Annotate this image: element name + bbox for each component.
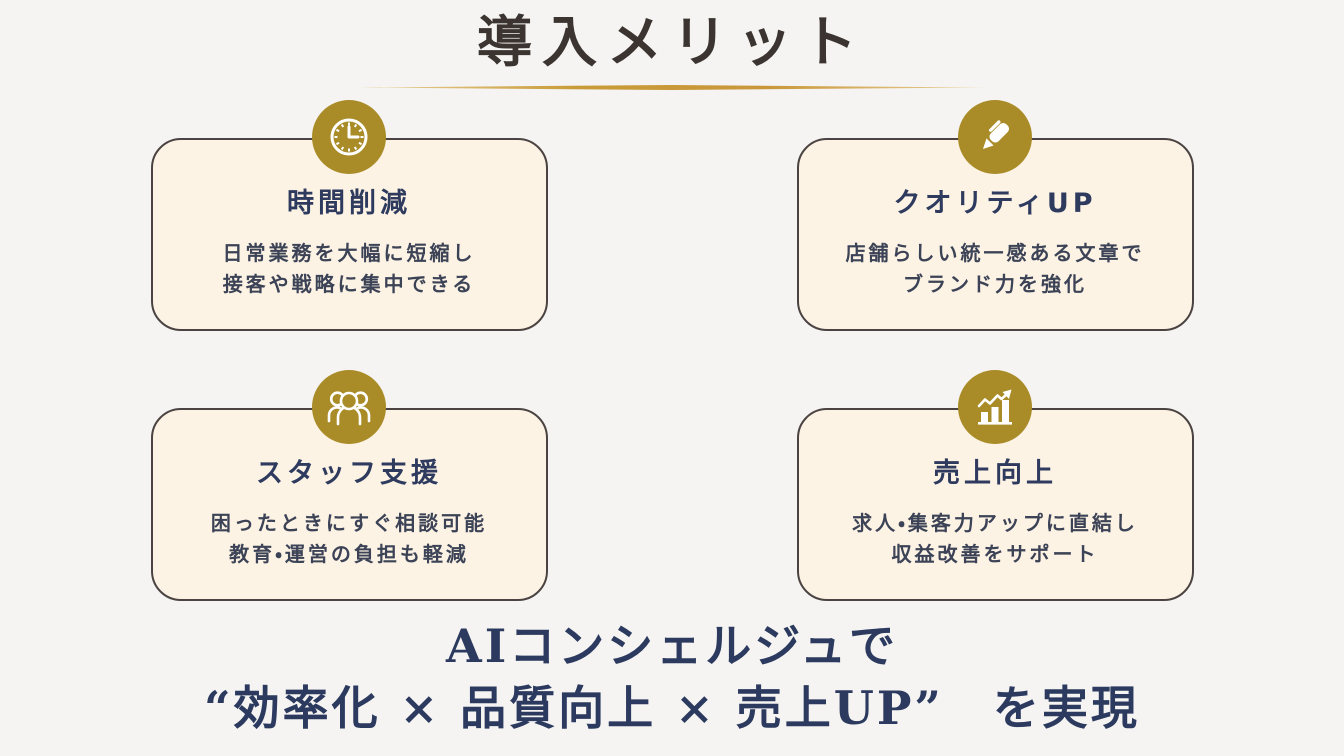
benefit-card-time-saving: 時間削減 日常業務を大幅に短縮し 接客や戦略に集中できる — [150, 100, 548, 331]
card-title: スタッフ支援 — [256, 458, 442, 489]
card-description: 求人・集客力アップに直結し 収益改善をサポート — [852, 511, 1138, 566]
benefit-card-quality-up: クオリティUP 店舗らしい統一感ある文章で ブランド力を強化 — [796, 100, 1194, 331]
footer-tagline: AIコンシェルジュで “効率化 × 品質向上 × 売上UP” を実現 — [0, 615, 1344, 739]
benefit-card-sales-growth: 売上向上 求人・集客力アップに直結し 収益改善をサポート — [796, 370, 1194, 601]
benefits-grid: 時間削減 日常業務を大幅に短縮し 接客や戦略に集中できる クオリティUP 店舗ら… — [0, 100, 1344, 601]
clock-icon — [312, 100, 386, 174]
footer-line-1: AIコンシェルジュで — [446, 619, 898, 673]
footer-line-2: “効率化 × 品質向上 × 売上UP” を実現 — [204, 681, 1140, 735]
card-description: 日常業務を大幅に短縮し 接客や戦略に集中できる — [222, 241, 476, 296]
title-underline-divider — [358, 85, 986, 90]
card-title: 売上向上 — [933, 458, 1057, 489]
pen-icon — [958, 100, 1032, 174]
card-title: 時間削減 — [287, 188, 411, 219]
people-icon — [312, 370, 386, 444]
card-title: クオリティUP — [893, 188, 1097, 219]
card-description: 困ったときにすぐ相談可能 教育・運営の負担も軽減 — [210, 511, 488, 566]
page-title: 導入メリット — [476, 9, 867, 74]
chart-icon — [958, 370, 1032, 444]
benefit-card-staff-support: スタッフ支援 困ったときにすぐ相談可能 教育・運営の負担も軽減 — [150, 370, 548, 601]
card-description: 店舗らしい統一感ある文章で ブランド力を強化 — [845, 241, 1145, 296]
